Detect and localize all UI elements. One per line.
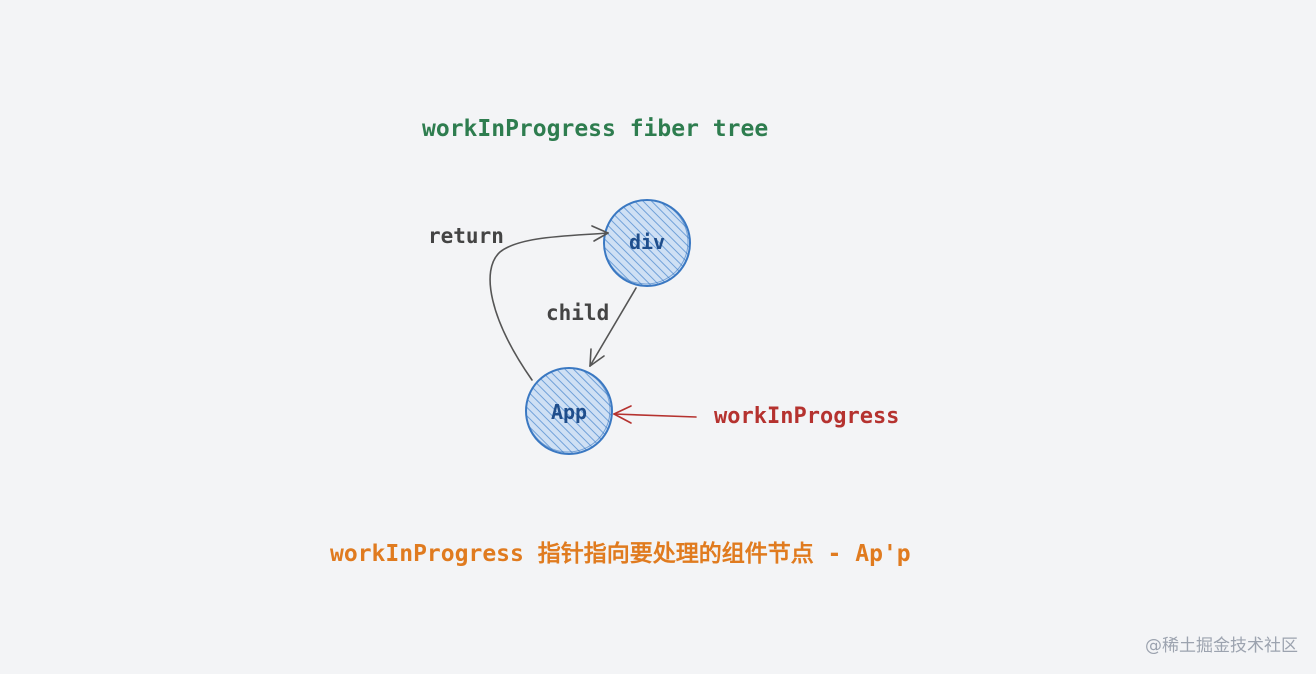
workinprogress-pointer-label: workInProgress [714, 404, 900, 429]
workinprogress-pointer-arrow [613, 405, 697, 424]
div-node [603, 199, 691, 287]
child-edge-label: child [546, 301, 610, 325]
div-node-label: div [628, 230, 666, 254]
app-node-label: App [550, 400, 588, 424]
diagram-caption: workInProgress 指针指向要处理的组件节点 - Ap'p [330, 541, 911, 567]
diagram-title: workInProgress fiber tree [422, 116, 769, 142]
return-edge-label: return [428, 224, 504, 248]
return-edge-arrow [489, 225, 609, 381]
watermark: @稀土掘金技术社区 [1145, 636, 1298, 656]
app-node [525, 367, 613, 455]
child-edge-arrow [589, 287, 637, 367]
